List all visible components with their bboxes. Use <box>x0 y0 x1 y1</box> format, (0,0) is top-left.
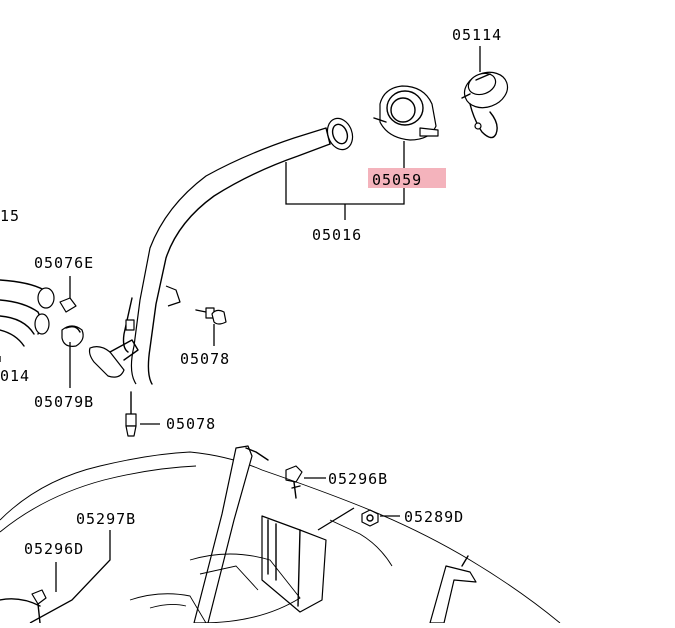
label-05296d[interactable]: 05296D <box>24 540 84 558</box>
label-05078-upper[interactable]: 05078 <box>180 350 230 368</box>
label-05016[interactable]: 05016 <box>312 226 362 244</box>
leader-tank-strap <box>317 507 355 531</box>
leader-05297b <box>29 530 111 624</box>
label-05059[interactable]: 05059 <box>372 171 422 189</box>
label-05079b[interactable]: 05079B <box>34 393 94 411</box>
bolt-05078-lower-drawing <box>125 391 137 437</box>
label-05297b[interactable]: 05297B <box>76 510 136 528</box>
label-15[interactable]: 15 <box>0 207 20 225</box>
label-05114[interactable]: 05114 <box>452 26 502 44</box>
breather-hose-drawing <box>0 279 139 378</box>
bolt-05296d-drawing <box>31 589 47 624</box>
highlight-05059 <box>368 168 446 188</box>
label-05078-lower[interactable]: 05078 <box>166 415 216 433</box>
label-014[interactable]: 014 <box>0 367 30 385</box>
filler-neck-cup-drawing <box>373 85 439 141</box>
fuel-cap-drawing <box>461 71 509 139</box>
filler-pipe-drawing <box>122 117 354 385</box>
fuel-tank-drawing <box>0 445 561 624</box>
label-05289d[interactable]: 05289D <box>404 508 464 526</box>
bolt-05296b-drawing <box>285 465 303 499</box>
label-05076e[interactable]: 05076E <box>34 254 94 272</box>
label-05296b[interactable]: 05296B <box>328 470 388 488</box>
bolt-05078-upper-drawing <box>195 307 227 325</box>
